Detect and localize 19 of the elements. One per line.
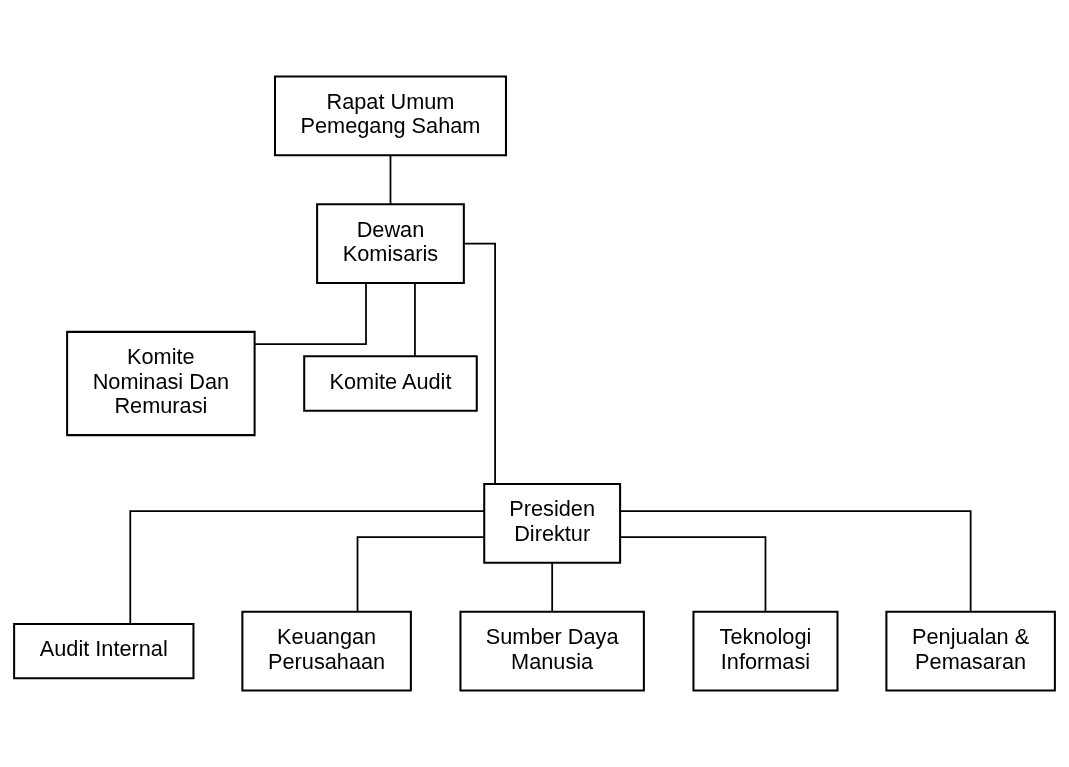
node-box: Teknologi Informasi	[692, 610, 839, 692]
node-box: Sumber Daya Manusia	[459, 610, 645, 692]
connector	[356, 536, 485, 613]
connector	[619, 510, 972, 613]
node-box: Komite Nominasi Dan Remurasi	[66, 330, 256, 437]
node-box: Penjualan & Pemasaran	[885, 610, 1056, 692]
connector	[414, 282, 416, 357]
node-box: Audit Internal	[13, 622, 195, 680]
connector	[254, 282, 367, 345]
node-box: Dewan Komisaris	[316, 203, 465, 284]
node-box: Keuangan Perusahaan	[241, 610, 412, 692]
node-box: Rapat Umum Pemegang Saham	[273, 75, 507, 157]
connector	[619, 536, 767, 613]
connector	[129, 510, 485, 625]
connector	[551, 562, 554, 613]
node-box: Komite Audit	[303, 355, 478, 412]
connector	[463, 242, 496, 485]
node-box: Presiden Direktur	[483, 483, 622, 564]
connector	[389, 154, 392, 205]
